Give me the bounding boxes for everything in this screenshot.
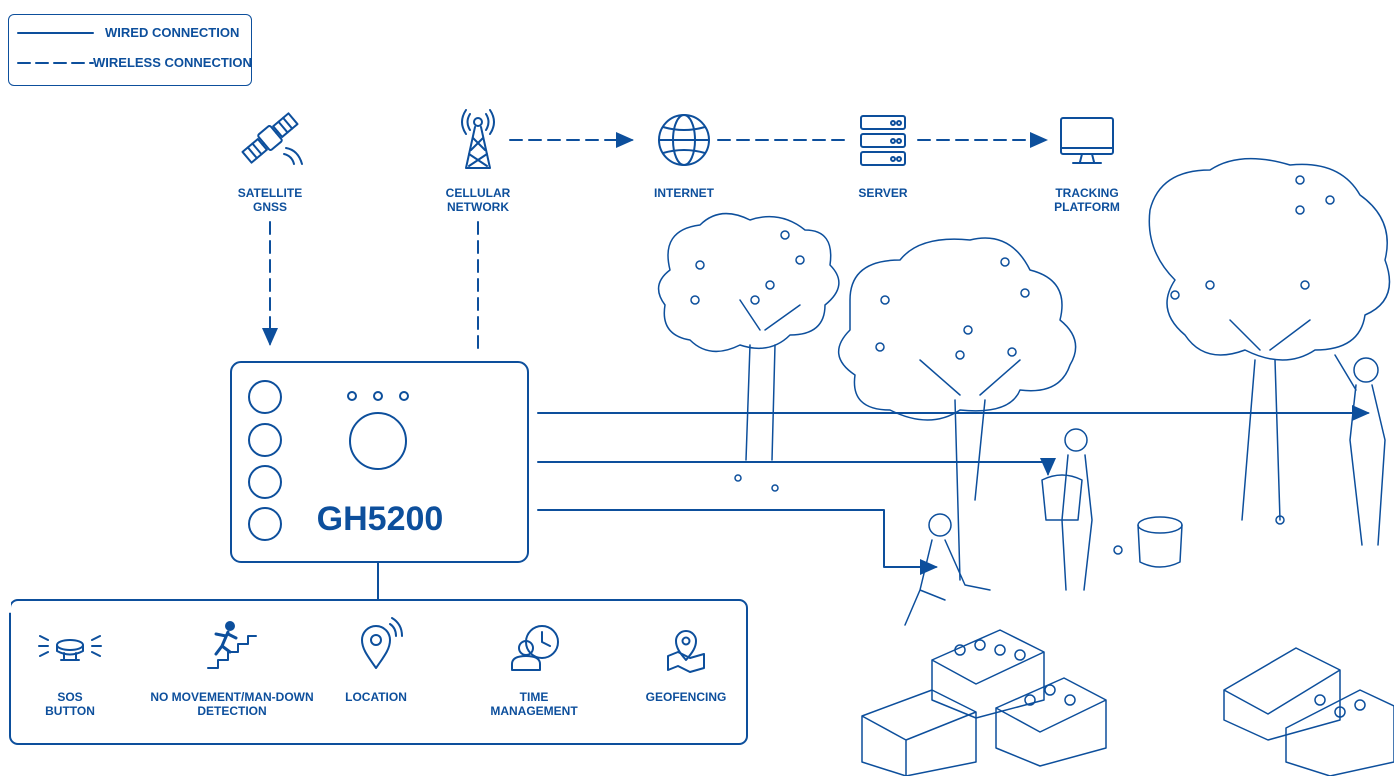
tracking-platform-label: TRACKING PLATFORM <box>1054 186 1120 214</box>
satellite-label: SATELLITE GNSS <box>237 186 303 214</box>
feature-man-down-label: NO MOVEMENT/MAN-DOWN DETECTION <box>150 690 314 718</box>
monitor-icon <box>1060 117 1114 164</box>
device-main-button <box>349 412 407 470</box>
server-label: SERVER <box>858 186 908 200</box>
time-management-icon <box>511 625 559 671</box>
satellite-icon <box>241 112 303 165</box>
sos-button-icon <box>38 635 102 661</box>
device-led-3 <box>399 391 409 401</box>
device-led-1 <box>347 391 357 401</box>
device-button-1 <box>248 380 282 414</box>
legend <box>8 14 252 86</box>
features-panel <box>9 599 748 745</box>
feature-geofencing-label: GEOFENCING <box>645 690 727 704</box>
device-button-3 <box>248 465 282 499</box>
wired-link-3 <box>537 509 938 575</box>
cell-tower-icon <box>461 109 495 169</box>
feature-sos-label: SOS BUTTON <box>45 690 95 718</box>
device-led-2 <box>373 391 383 401</box>
legend-wired-label: WIRED CONNECTION <box>105 25 240 40</box>
device-box <box>230 361 529 563</box>
orchard-illustration <box>657 157 1394 776</box>
location-pin-icon <box>361 617 403 669</box>
globe-icon <box>658 114 710 166</box>
wired-link-2 <box>537 458 1056 476</box>
feature-location-label: LOCATION <box>345 690 407 704</box>
server-icon <box>860 115 906 166</box>
cellular-label: CELLULAR NETWORK <box>445 186 511 214</box>
geofence-icon <box>667 630 705 673</box>
legend-wireless-label: WIRELESS CONNECTION <box>93 55 252 70</box>
man-down-icon <box>207 621 257 669</box>
device-button-2 <box>248 423 282 457</box>
feature-time-label: TIME MANAGEMENT <box>490 690 578 718</box>
device-button-4 <box>248 507 282 541</box>
device-name: GH5200 <box>316 500 444 538</box>
internet-label: INTERNET <box>654 186 714 200</box>
